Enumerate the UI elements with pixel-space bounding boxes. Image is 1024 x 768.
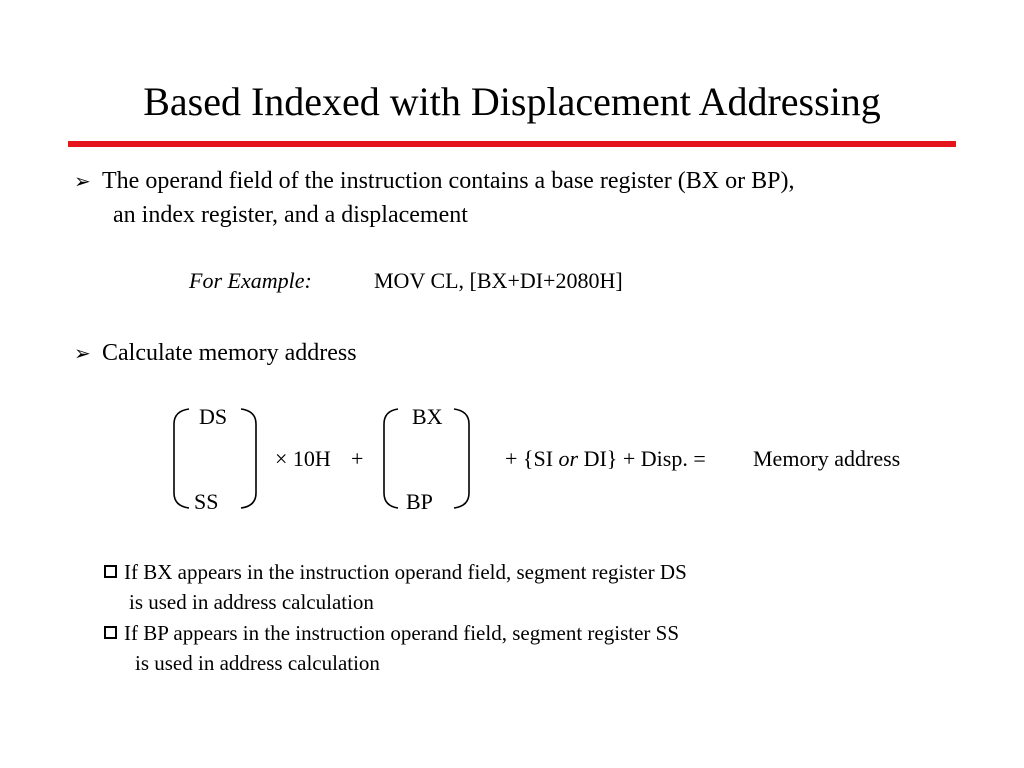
note-bx-continuation: is used in address calculation: [129, 590, 374, 614]
memory-address-result: Memory address: [753, 446, 901, 471]
bullet-line: The operand field of the instruction con…: [102, 168, 795, 194]
example-label: For Example:: [189, 268, 312, 293]
base-bx: BX: [412, 404, 443, 429]
note-bp: If BP appears in the instruction operand…: [104, 618, 679, 648]
multiplier: × 10H: [275, 446, 331, 471]
plus-sign: +: [351, 446, 364, 471]
arrow-bullet-icon: ➢: [74, 169, 91, 193]
bullet-operand-field-continuation: an index register, and a displacement: [113, 202, 468, 228]
note-bp-continuation: is used in address calculation: [135, 651, 380, 675]
bullet-calculate-address: ➢ Calculate memory address: [74, 336, 357, 370]
segment-bracket-right: [240, 408, 257, 509]
example-code: MOV CL, [BX+DI+2080H]: [374, 268, 623, 293]
slide-title: Based Indexed with Displacement Addressi…: [143, 79, 881, 124]
segment-ss: SS: [194, 489, 219, 514]
bullet-line: Calculate memory address: [102, 340, 357, 366]
segment-ds: DS: [199, 404, 228, 429]
arrow-bullet-icon: ➢: [74, 341, 91, 365]
checkbox-bullet-icon: [104, 565, 117, 578]
bullet-operand-field: ➢ The operand field of the instruction co…: [74, 164, 794, 198]
checkbox-bullet-icon: [104, 626, 117, 639]
note-bx: If BX appears in the instruction operand…: [104, 557, 687, 587]
index-displacement: + {SI or DI} + Disp. =: [505, 446, 706, 471]
base-bp: BP: [406, 489, 433, 514]
title-divider: [68, 141, 956, 147]
base-bracket-right: [453, 408, 470, 509]
base-bracket-left: [383, 408, 399, 509]
segment-bracket-left: [173, 408, 190, 509]
